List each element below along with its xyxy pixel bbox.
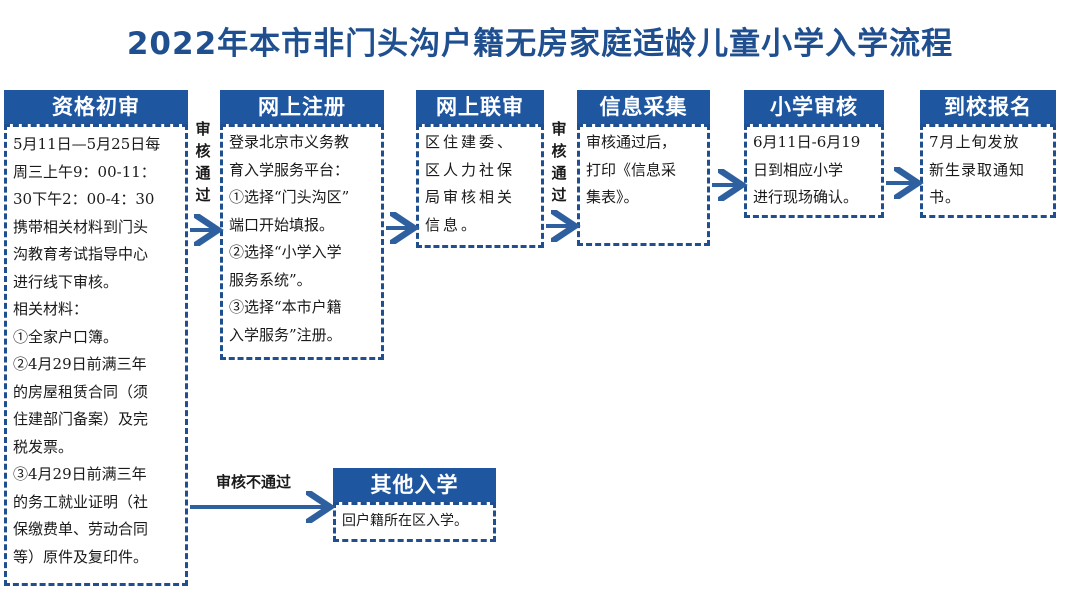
step-header-info-collection: 信息采集 [577,90,710,124]
step-header-online-registration: 网上注册 [220,90,384,124]
other-header: 其他入学 [333,468,496,502]
step-header-joint-review: 网上联审 [416,90,544,124]
step-text-line: 等）原件及复印件。 [13,547,149,566]
step-text-line: ②选择“小学入学 [229,243,342,261]
step-text-line: 信息。 [425,215,480,234]
other-text: 回户籍所在区入学。 [342,513,468,529]
step-box-info-collection: 审核通过后， 打印《信息采 集表》。 [577,124,710,246]
step-text-line: 登录北京市义务教 [229,133,350,151]
step-text-line: 日到相应小学 [753,160,844,179]
step-text-line: 沟教育考试指导中心 [13,245,149,263]
step-text-line: 服务系统”。 [229,270,312,289]
step-text-line: 审核通过后， [586,133,677,151]
fail-label: 审核不通过 [216,473,292,491]
step-text-line: ③4月29日前满三年 [13,465,147,483]
step-box-enrollment: 7月上旬发放 新生录取通知 书。 [920,124,1056,218]
step-text-line: 区人力社保 [425,160,516,179]
step-header-enrollment: 到校报名 [920,90,1056,124]
step-text-line: 周三上午9：00-11： [13,162,156,181]
step-text-line: ①选择“门头沟区” [229,188,350,206]
step-text-line: 进行线下审核。 [13,272,119,291]
step-text-line: 税发票。 [13,437,74,456]
step-box-online-registration: 登录北京市义务教 育入学服务平台： ①选择“门头沟区” 端口开始填报。 ②选择“… [220,124,384,360]
step-text-line: 30下午2：00-4：30 [13,190,155,208]
step-text-line: 进行现场确认。 [753,188,859,206]
step-text-line: 相关材料： [13,300,89,318]
step-text-line: 5月11日—5月25日每 [13,135,161,153]
step-text-line: 住建部门备案）及完 [13,410,149,428]
step-text-line: 集表》。 [586,188,639,206]
step-text-line: 保缴费单、劳动合同 [13,520,149,538]
pass-label-2: 审 核 通 过 [551,120,567,204]
step-text-line: 新生录取通知 [929,160,1026,179]
step-text-line: ①全家户口簿。 [13,327,119,346]
step-text-line: ②4月29日前满三年 [13,355,147,373]
step-text-line: 6月11日-6月19 [753,133,861,151]
page-title: 2022年本市非门头沟户籍无房家庭适龄儿童小学入学流程 [126,26,954,62]
step-box-joint-review: 区住建委、 区人力社保 局审核相关 信息。 [416,124,544,248]
other-box: 回户籍所在区入学。 [333,502,496,542]
step-text-line: ③选择“本市户籍 [229,298,342,316]
step-text-line: 书。 [929,188,962,206]
step-text-line: 端口开始填报。 [229,215,335,234]
step-text-line: 入学服务”注册。 [229,325,342,344]
step-box-qualification: 5月11日—5月25日每 周三上午9：00-11： 30下午2：00-4：30 … [4,124,188,586]
step-text-line: 局审核相关 [425,188,516,206]
step-text-line: 区住建委、 [425,133,516,151]
step-text-line: 的务工就业证明（社 [13,492,149,511]
step-header-school-review: 小学审核 [744,90,884,124]
step-text-line: 打印《信息采 [586,160,677,179]
step-header-qualification: 资格初审 [4,90,188,124]
step-text-line: 携带相关材料到门头 [13,217,149,236]
step-text-line: 的房屋租赁合同（须 [13,382,149,401]
step-text-line: 7月上旬发放 [929,133,1020,151]
pass-label-1: 审 核 通 过 [195,120,211,204]
step-text-line: 育入学服务平台： [229,160,350,179]
